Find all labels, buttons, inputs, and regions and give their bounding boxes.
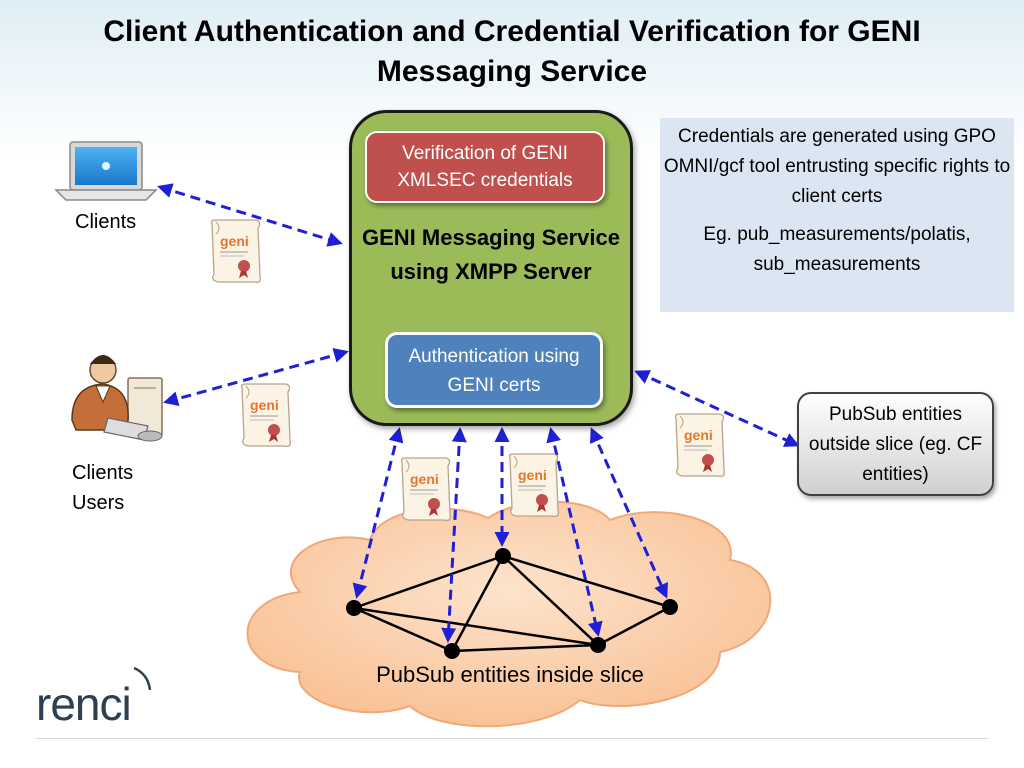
arrow-node-server-4 (546, 427, 603, 637)
footer-divider (36, 738, 988, 739)
messaging-server-label: GENI Messaging Service using XMPP Server (362, 225, 620, 284)
slice-node (590, 637, 606, 653)
connection-arrows (157, 183, 800, 643)
slice-node (346, 600, 362, 616)
slice-cloud (246, 500, 772, 728)
slice-entities-label: PubSub entities inside slice (376, 662, 644, 687)
geni-certificate-icon (210, 219, 262, 284)
geni-certificate-icon (240, 383, 292, 448)
arrow-node-server-2 (441, 427, 467, 643)
credentials-note-example: Eg. pub_measurements/polatis, sub_measur… (703, 224, 971, 275)
credential-verification-box: Verification of GENI XMLSEC credentials (365, 131, 605, 203)
arrow-node-server-5 (590, 427, 668, 599)
client-users-label-1: Clients (72, 462, 134, 484)
geni-certificate-icon (674, 413, 726, 478)
clients-label: Clients (75, 211, 137, 233)
arrow-outside-server (634, 370, 800, 447)
slice-node (662, 599, 678, 615)
renci-logo: renci (36, 660, 166, 735)
laptop-icon (54, 141, 158, 201)
authentication-box: Authentication using GENI certs (385, 332, 603, 408)
credentials-note-text: Credentials are generated using GPO OMNI… (663, 126, 1011, 207)
geni-certificate-icon (400, 457, 452, 522)
arrow-node-server-1 (352, 427, 404, 599)
outside-slice-entities-box: PubSub entities outside slice (eg. CF en… (797, 392, 994, 496)
slide-title: Client Authentication and Credential Ver… (103, 15, 921, 88)
svg-text:renci: renci (36, 678, 131, 730)
slice-network-nodes (346, 548, 678, 659)
slice-node (495, 548, 511, 564)
client-users-label-2: Users (72, 492, 125, 514)
slice-node (444, 643, 460, 659)
credentials-note: Credentials are generated using GPO OMNI… (660, 118, 1014, 312)
geni-certificate-icon (508, 453, 560, 518)
user-at-computer-icon (71, 355, 163, 442)
